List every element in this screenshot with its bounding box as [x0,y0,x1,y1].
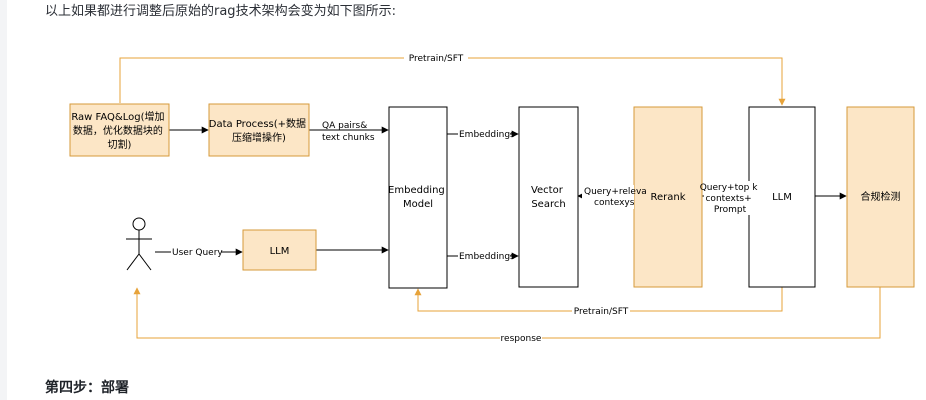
user-actor-icon [126,217,152,271]
svg-text:合规检测: 合规检测 [861,190,901,203]
data-process-node: Data Process(+数据 压缩增操作) [208,103,310,157]
response-label: response [501,334,542,344]
pretrain-sft-bottom-label: Pretrain/SFT [574,307,629,317]
step-heading: 第四步：部署 [45,380,129,396]
user-query-label: User Query [172,248,223,258]
query-relevant-contexts-label: Query+releva contexys [584,187,650,208]
vector-search-node: Vector Search [518,106,579,288]
intro-text: 以上如果都进行调整后原始的rag技术架构会变为如下图所示: [45,4,396,19]
raw-faq-node: Raw FAQ&Log(增加 数据，优化数据块的 切割) [69,103,170,157]
compliance-check-node: 合规检测 [846,106,915,288]
embeddings-top-label: Embeddings [459,130,515,140]
svg-text:Vector Search: Vector Search [531,185,566,210]
svg-text:Embedding Model: Embedding Model [388,185,448,210]
rerank-node: Rerank [633,106,703,288]
pretrain-sft-top-label: Pretrain/SFT [409,54,464,64]
left-margin-rule [0,0,7,400]
llm-main-node: LLM [748,106,816,288]
svg-text:LLM: LLM [772,192,792,203]
query-topk-prompt-label: Query+top k contexts+ Prompt [700,183,761,215]
svg-text:LLM: LLM [270,246,290,257]
llm-query-node: LLM [242,229,317,271]
pretrain-sft-top-line [119,57,786,106]
svg-text:Raw FAQ&Log(增加 数据，优化数据块的: Raw FAQ&Log(增加 数据，优化数据块的 切割) [71,110,167,151]
svg-text:Rerank: Rerank [650,192,685,203]
embedding-model-node: Embedding Model [388,106,448,289]
response-line [133,287,881,339]
svg-text:Data Process(+数据 压缩增操作): Data Process(+数据 压缩增操作) [209,117,309,144]
qa-pairs-label: QA pairs& text chunks [322,121,375,143]
embeddings-bottom-label: Embeddings [459,252,515,262]
